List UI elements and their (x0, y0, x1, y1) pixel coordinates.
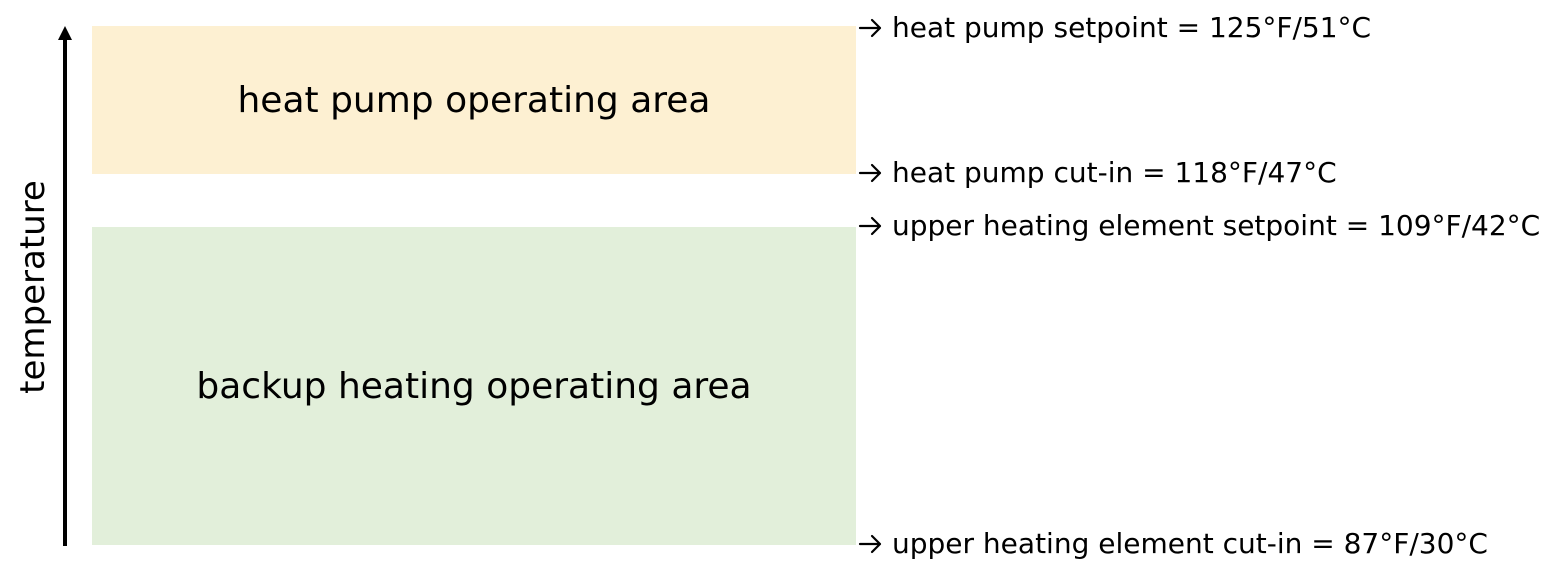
threshold-label: heat pump setpoint = 125°F/51°C (892, 11, 1372, 44)
backup-heating-operating-area: backup heating operating area (92, 227, 856, 545)
heat-pump-operating-area: heat pump operating area (92, 26, 856, 174)
axis-line (63, 38, 67, 546)
threshold-heat-pump-setpoint: heat pump setpoint = 125°F/51°C (858, 14, 1371, 42)
threshold-heat-pump-cut-in: heat pump cut-in = 118°F/47°C (858, 159, 1337, 187)
right-arrow-icon (858, 216, 884, 236)
heat-pump-area-label: heat pump operating area (237, 79, 711, 121)
right-arrow-icon (858, 18, 884, 38)
threshold-label: heat pump cut-in = 118°F/47°C (892, 156, 1337, 189)
backup-area-label: backup heating operating area (196, 365, 752, 407)
threshold-label: upper heating element cut-in = 87°F/30°C (892, 527, 1488, 560)
threshold-upper-element-setpoint: upper heating element setpoint = 109°F/4… (858, 212, 1540, 240)
right-arrow-icon (858, 534, 884, 554)
threshold-label: upper heating element setpoint = 109°F/4… (892, 209, 1541, 242)
right-arrow-icon (858, 163, 884, 183)
axis-arrowhead-icon (58, 26, 72, 40)
axis-label: temperature (13, 180, 53, 394)
threshold-upper-element-cut-in: upper heating element cut-in = 87°F/30°C (858, 530, 1488, 558)
